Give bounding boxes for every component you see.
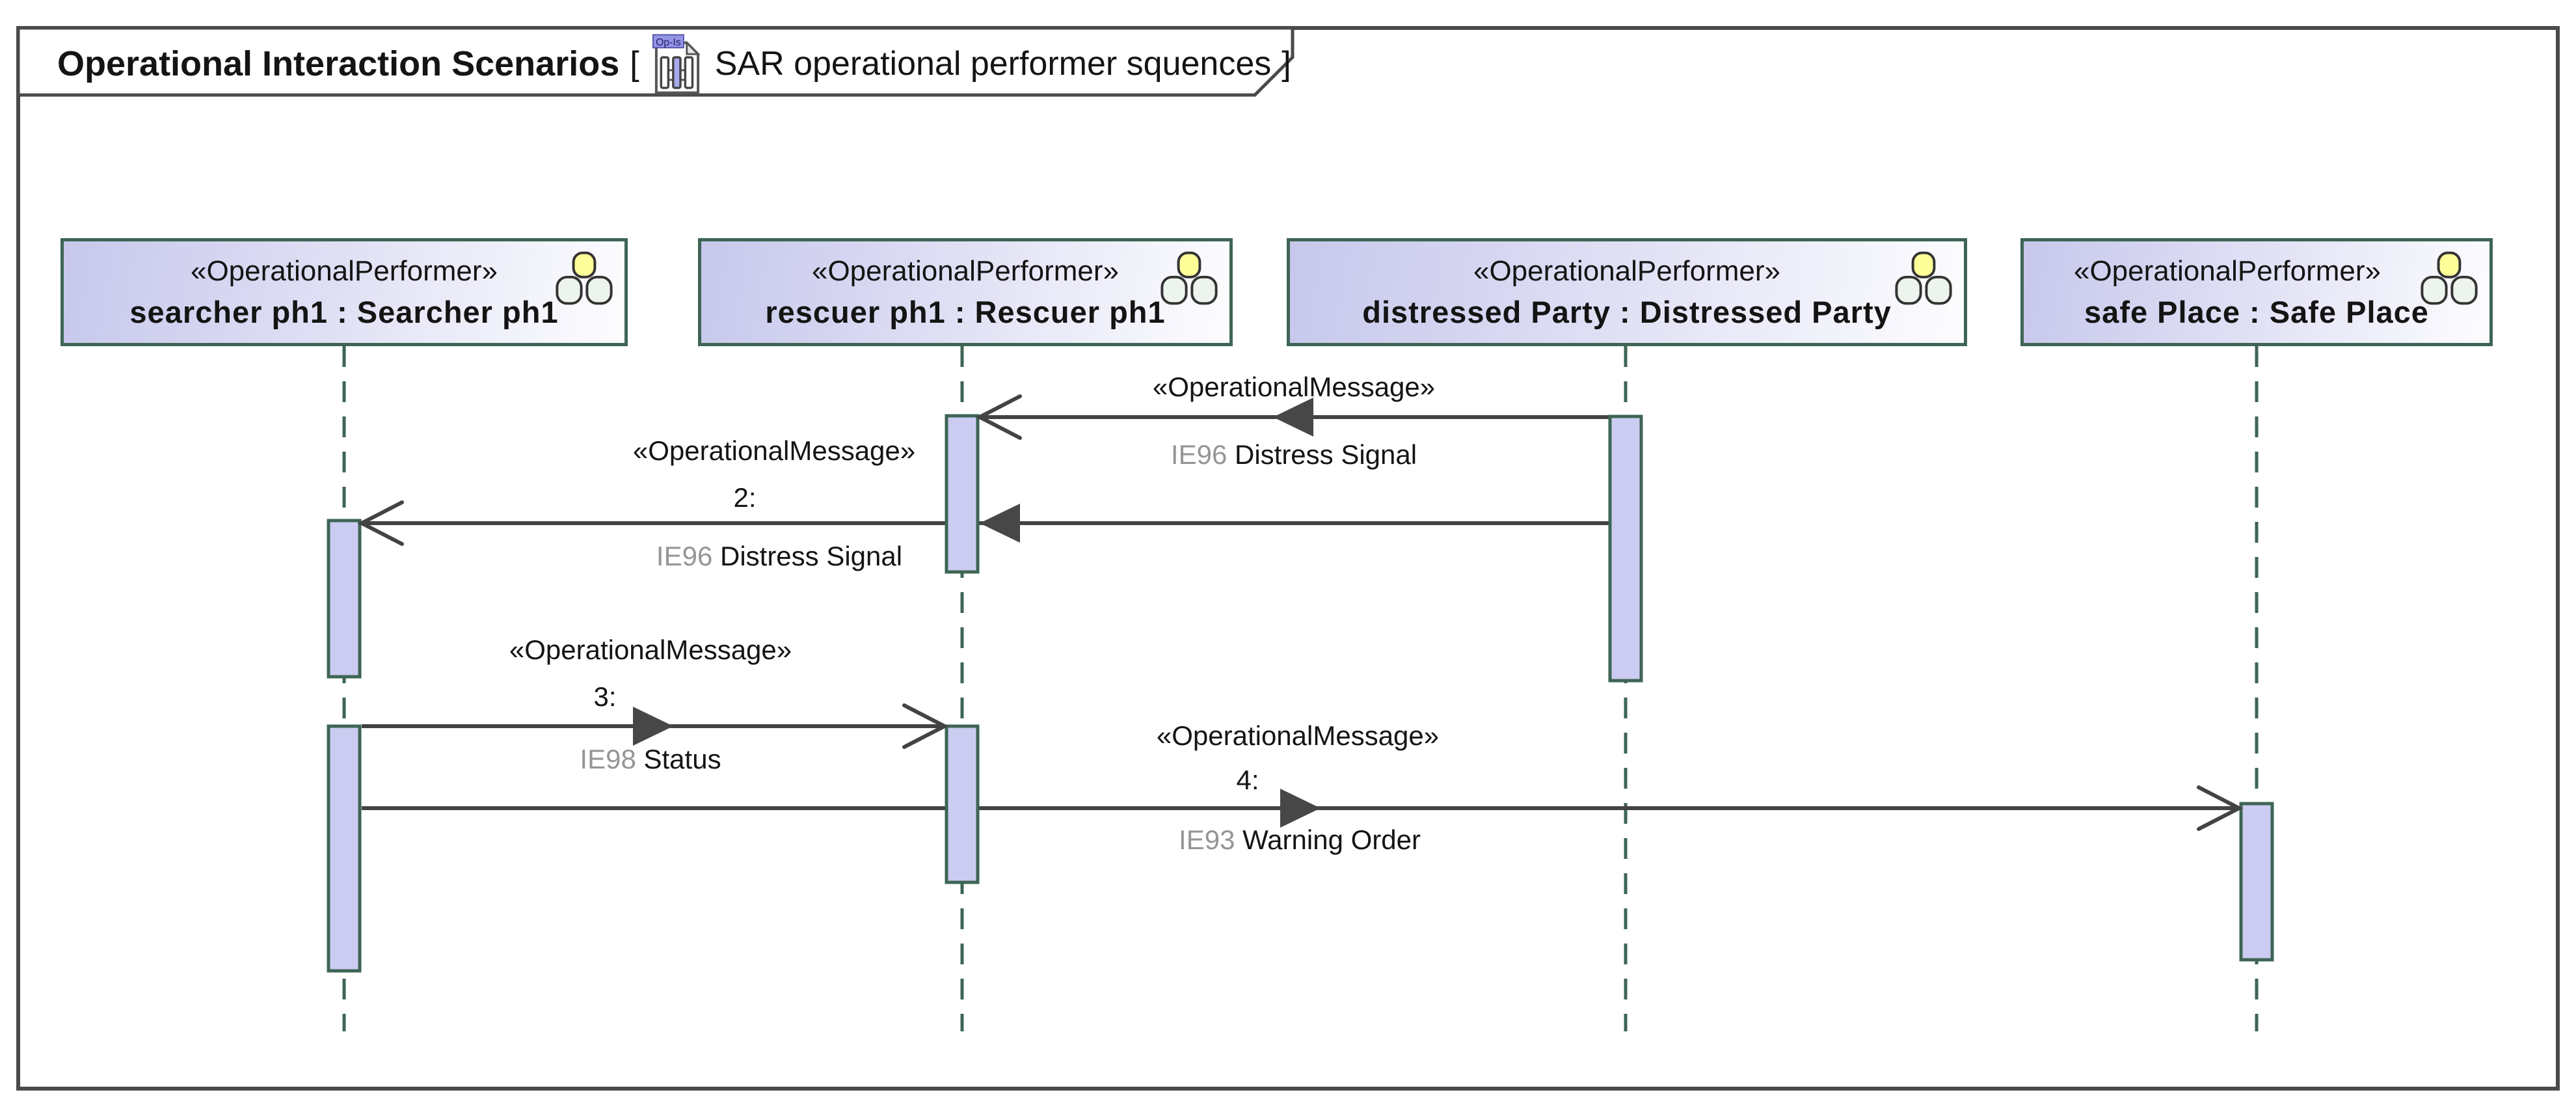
message-1-arrowhead-icon (975, 394, 1022, 440)
message-2-stereotype[interactable]: «OperationalMessage» (632, 435, 916, 466)
message-1-label[interactable]: IE96 Distress Signal (1170, 439, 1417, 470)
activation-searcher-1[interactable] (327, 519, 362, 679)
message-4-direction-icon (1280, 789, 1321, 828)
message-4-stereotype[interactable]: «OperationalMessage» (1156, 720, 1440, 751)
lifeline-name: searcher ph1 : Searcher ph1 (129, 294, 559, 329)
performer-icon (1895, 251, 1952, 305)
icon-op-is-label: Op-Is (656, 37, 681, 48)
lifeline-name: safe Place : Safe Place (2084, 294, 2429, 329)
lifeline-stereotype: «OperationalPerformer» (2073, 254, 2381, 287)
activation-distressed[interactable] (1608, 414, 1643, 683)
message-2-ie-tag: IE96 (656, 541, 713, 571)
diagram-title: Operational Interaction Scenarios [ Op-I… (57, 34, 1291, 94)
diagram-title-text: Operational Interaction Scenarios (57, 44, 620, 83)
message-3-ie-tag: IE98 (580, 744, 636, 774)
lifeline-head-searcher[interactable]: «OperationalPerformer» searcher ph1 : Se… (60, 238, 628, 346)
lifeline-name: distressed Party : Distressed Party (1362, 294, 1892, 329)
title-close-bracket: ] (1281, 45, 1291, 83)
lifeline-head-safe-place[interactable]: «OperationalPerformer» safe Place : Safe… (2020, 238, 2493, 346)
title-open-bracket: [ (630, 45, 639, 83)
message-2-direction-icon (980, 504, 1020, 543)
message-4-name: Warning Order (1242, 824, 1421, 855)
message-2-number[interactable]: 2: (733, 482, 757, 513)
message-3-arrowhead-icon (902, 703, 949, 749)
message-1-name: Distress Signal (1234, 439, 1417, 470)
lifeline-stereotype: «OperationalPerformer» (190, 254, 498, 287)
message-3-number[interactable]: 3: (593, 681, 617, 712)
message-2-name: Distress Signal (719, 541, 903, 571)
performer-icon (556, 251, 613, 305)
message-2-arrowhead-icon (357, 500, 404, 546)
diagram-frame (16, 26, 2560, 1091)
message-3-direction-icon (633, 707, 673, 746)
message-4-ie-tag: IE93 (1179, 824, 1235, 855)
message-3-label[interactable]: IE98 Status (580, 744, 721, 774)
activation-rescuer-1[interactable] (945, 414, 980, 574)
message-3-stereotype[interactable]: «OperationalMessage» (509, 634, 792, 665)
message-4-arrowhead-icon (2197, 785, 2244, 831)
lifeline-head-distressed-party[interactable]: «OperationalPerformer» distressed Party … (1287, 238, 1967, 346)
lifeline-head-rescuer[interactable]: «OperationalPerformer» rescuer ph1 : Res… (698, 238, 1233, 346)
message-1-direction-icon (1273, 398, 1313, 437)
sequence-diagram-icon: Op-Is (652, 34, 701, 94)
message-4-label[interactable]: IE93 Warning Order (1179, 824, 1421, 855)
activation-rescuer-2[interactable] (945, 724, 980, 884)
activation-safeplace[interactable] (2239, 802, 2274, 962)
lifeline-stereotype: «OperationalPerformer» (811, 254, 1119, 287)
message-1-ie-tag: IE96 (1170, 439, 1228, 470)
lifeline-stereotype: «OperationalPerformer» (1473, 254, 1780, 287)
performer-icon (1161, 251, 1218, 305)
lifeline-name: rescuer ph1 : Rescuer ph1 (765, 294, 1166, 329)
performer-icon (2421, 251, 2478, 305)
message-4-number[interactable]: 4: (1236, 765, 1259, 795)
diagram-subtitle: SAR operational performer squences (714, 45, 1272, 83)
message-2-label[interactable]: IE96 Distress Signal (656, 541, 902, 571)
message-3-name: Status (643, 744, 721, 774)
activation-searcher-2[interactable] (327, 724, 362, 973)
message-1-stereotype[interactable]: «OperationalMessage» (1152, 372, 1436, 402)
